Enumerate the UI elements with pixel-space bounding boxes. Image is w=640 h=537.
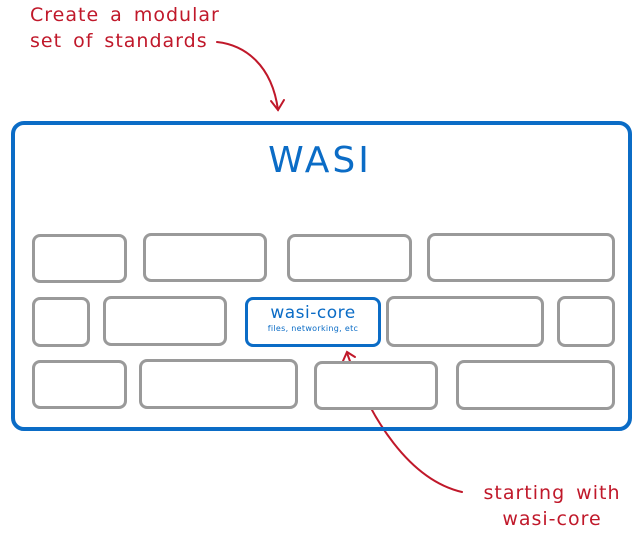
module-block (557, 296, 615, 347)
wasi-core-module: wasi-core files, networking, etc (245, 297, 381, 347)
module-block (32, 234, 127, 283)
module-block (32, 297, 90, 347)
bottom-arrow-head (342, 350, 356, 362)
module-block (386, 296, 544, 347)
module-block (103, 296, 227, 346)
bottom-annotation-line-2: wasi-core (502, 508, 602, 530)
top-annotation-line-1: Create a modular (30, 4, 220, 26)
module-block (143, 233, 267, 282)
module-block (287, 234, 412, 282)
module-block (139, 359, 298, 409)
module-block (456, 360, 615, 410)
top-annotation-line-2: set of standards (30, 30, 208, 52)
bottom-annotation-line-1: starting with (483, 482, 621, 504)
top-arrow (216, 41, 279, 111)
bottom-annotation: starting with wasi-core (472, 480, 632, 532)
wasi-container (11, 121, 632, 431)
top-arrow-head (270, 99, 285, 112)
top-annotation: Create a modular set of standards (30, 2, 220, 54)
module-block (314, 361, 438, 410)
wasi-title: WASI (268, 140, 372, 181)
wasi-core-label: wasi-core (270, 303, 356, 323)
module-block (32, 360, 127, 409)
module-block (427, 233, 615, 282)
wasi-core-sublabel: files, networking, etc (267, 324, 359, 333)
